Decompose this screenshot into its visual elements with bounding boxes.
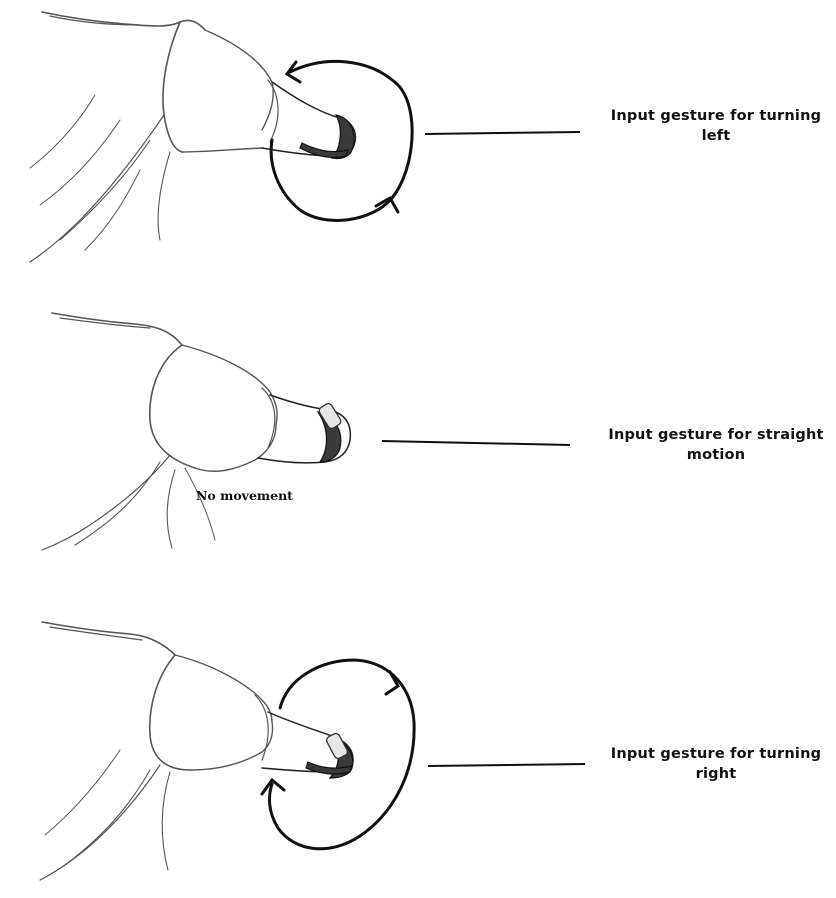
arm-sketch-left (30, 12, 355, 262)
label-turn-left: Input gesture for turning left (596, 106, 836, 146)
gesture-right-panel (40, 622, 585, 880)
gesture-straight-panel (42, 313, 570, 550)
watch-left (300, 115, 354, 159)
watch-right (306, 732, 353, 778)
no-movement-note: No movement (196, 488, 293, 503)
arm-sketch-right (40, 622, 353, 880)
watch-straight (318, 402, 343, 462)
leader-line-left (425, 132, 580, 134)
arrowhead-bottom-right (262, 780, 284, 794)
arrowhead-top-right (386, 672, 398, 694)
leader-line-straight (382, 441, 570, 445)
leader-line-right (428, 764, 585, 766)
label-turn-right: Input gesture for turning right (596, 744, 836, 784)
gesture-left-panel (30, 12, 580, 262)
arm-sketch-straight (42, 313, 350, 550)
label-straight-motion: Input gesture for straight motion (596, 425, 836, 465)
